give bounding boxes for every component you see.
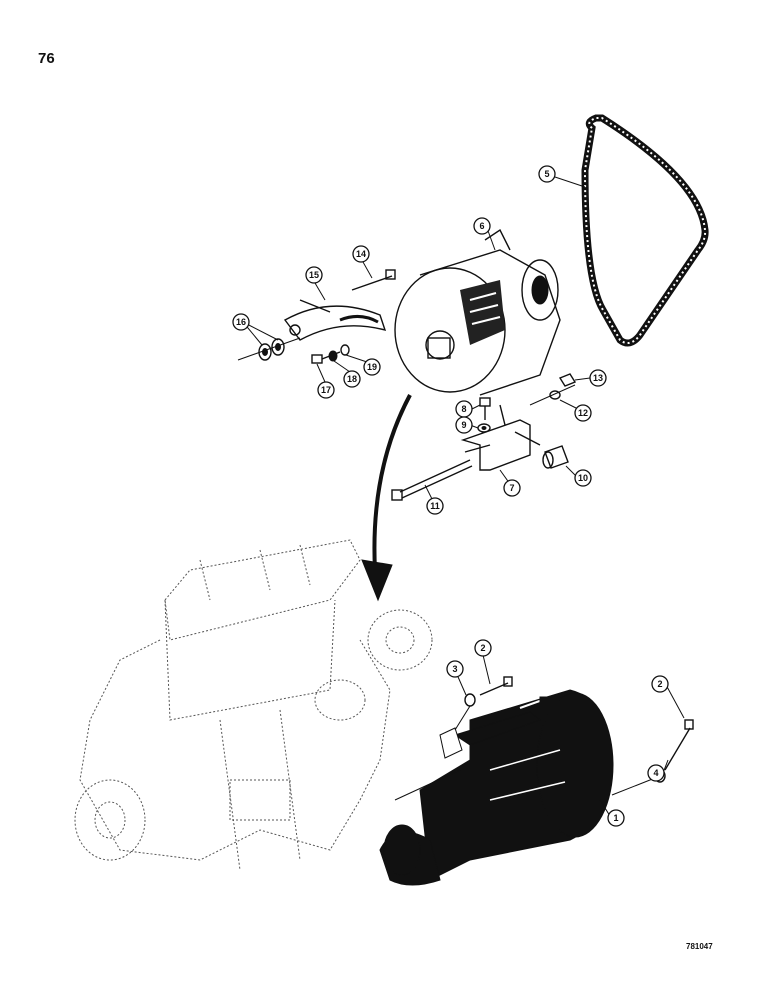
bolt-14 bbox=[351, 269, 396, 291]
callout-10: 10 bbox=[574, 469, 592, 487]
install-arrow bbox=[361, 394, 412, 602]
washer-12-nut-13 bbox=[529, 373, 577, 406]
callout-11: 11 bbox=[426, 497, 444, 515]
callout-19: 19 bbox=[363, 358, 381, 376]
callout-14: 14 bbox=[352, 245, 370, 263]
callout-4: 4 bbox=[647, 764, 665, 782]
svg-text:12: 12 bbox=[578, 408, 588, 418]
callout-17: 17 bbox=[317, 381, 335, 399]
callout-9: 9 bbox=[455, 416, 473, 434]
mounting-bracket bbox=[460, 404, 541, 471]
svg-text:2: 2 bbox=[657, 679, 662, 689]
svg-text:19: 19 bbox=[367, 362, 377, 372]
svg-text:3: 3 bbox=[452, 664, 457, 674]
callout-7: 7 bbox=[503, 479, 521, 497]
callout-15: 15 bbox=[305, 266, 323, 284]
svg-text:6: 6 bbox=[479, 221, 484, 231]
svg-text:16: 16 bbox=[236, 317, 246, 327]
svg-text:5: 5 bbox=[544, 169, 549, 179]
callout-16: 16 bbox=[232, 313, 250, 331]
page-number: 76 bbox=[38, 50, 55, 67]
alternator bbox=[394, 228, 561, 396]
adjusting-bracket bbox=[283, 299, 387, 341]
svg-text:17: 17 bbox=[321, 385, 331, 395]
svg-text:4: 4 bbox=[653, 768, 658, 778]
bolt-11 bbox=[391, 459, 473, 501]
callout-12: 12 bbox=[574, 404, 592, 422]
callout-18: 18 bbox=[343, 370, 361, 388]
callout-6: 6 bbox=[473, 217, 491, 235]
svg-text:1: 1 bbox=[613, 813, 618, 823]
svg-text:15: 15 bbox=[309, 270, 319, 280]
callout-5: 5 bbox=[538, 165, 556, 183]
bolt-17-washers bbox=[311, 344, 350, 364]
callout-3: 3 bbox=[446, 660, 464, 678]
callout-13: 13 bbox=[589, 369, 607, 387]
starter-motor bbox=[379, 689, 614, 886]
svg-text:13: 13 bbox=[593, 373, 603, 383]
spacer-10 bbox=[542, 445, 569, 469]
callout-8: 8 bbox=[455, 400, 473, 418]
washers-16 bbox=[237, 337, 301, 361]
engine-ghost bbox=[74, 539, 433, 871]
callout-2-right: 2 bbox=[651, 675, 669, 693]
reference-code: 781047 bbox=[686, 942, 713, 951]
callout-2-upper: 2 bbox=[474, 639, 492, 657]
svg-text:10: 10 bbox=[578, 473, 588, 483]
bolt-8 bbox=[479, 397, 491, 420]
callout-1: 1 bbox=[607, 809, 625, 827]
svg-text:8: 8 bbox=[461, 404, 466, 414]
svg-text:11: 11 bbox=[430, 501, 440, 511]
svg-text:7: 7 bbox=[509, 483, 514, 493]
svg-text:18: 18 bbox=[347, 374, 357, 384]
drive-belt bbox=[581, 114, 709, 347]
washer-9 bbox=[477, 423, 491, 433]
svg-text:9: 9 bbox=[461, 420, 466, 430]
svg-text:2: 2 bbox=[480, 643, 485, 653]
svg-text:14: 14 bbox=[356, 249, 366, 259]
